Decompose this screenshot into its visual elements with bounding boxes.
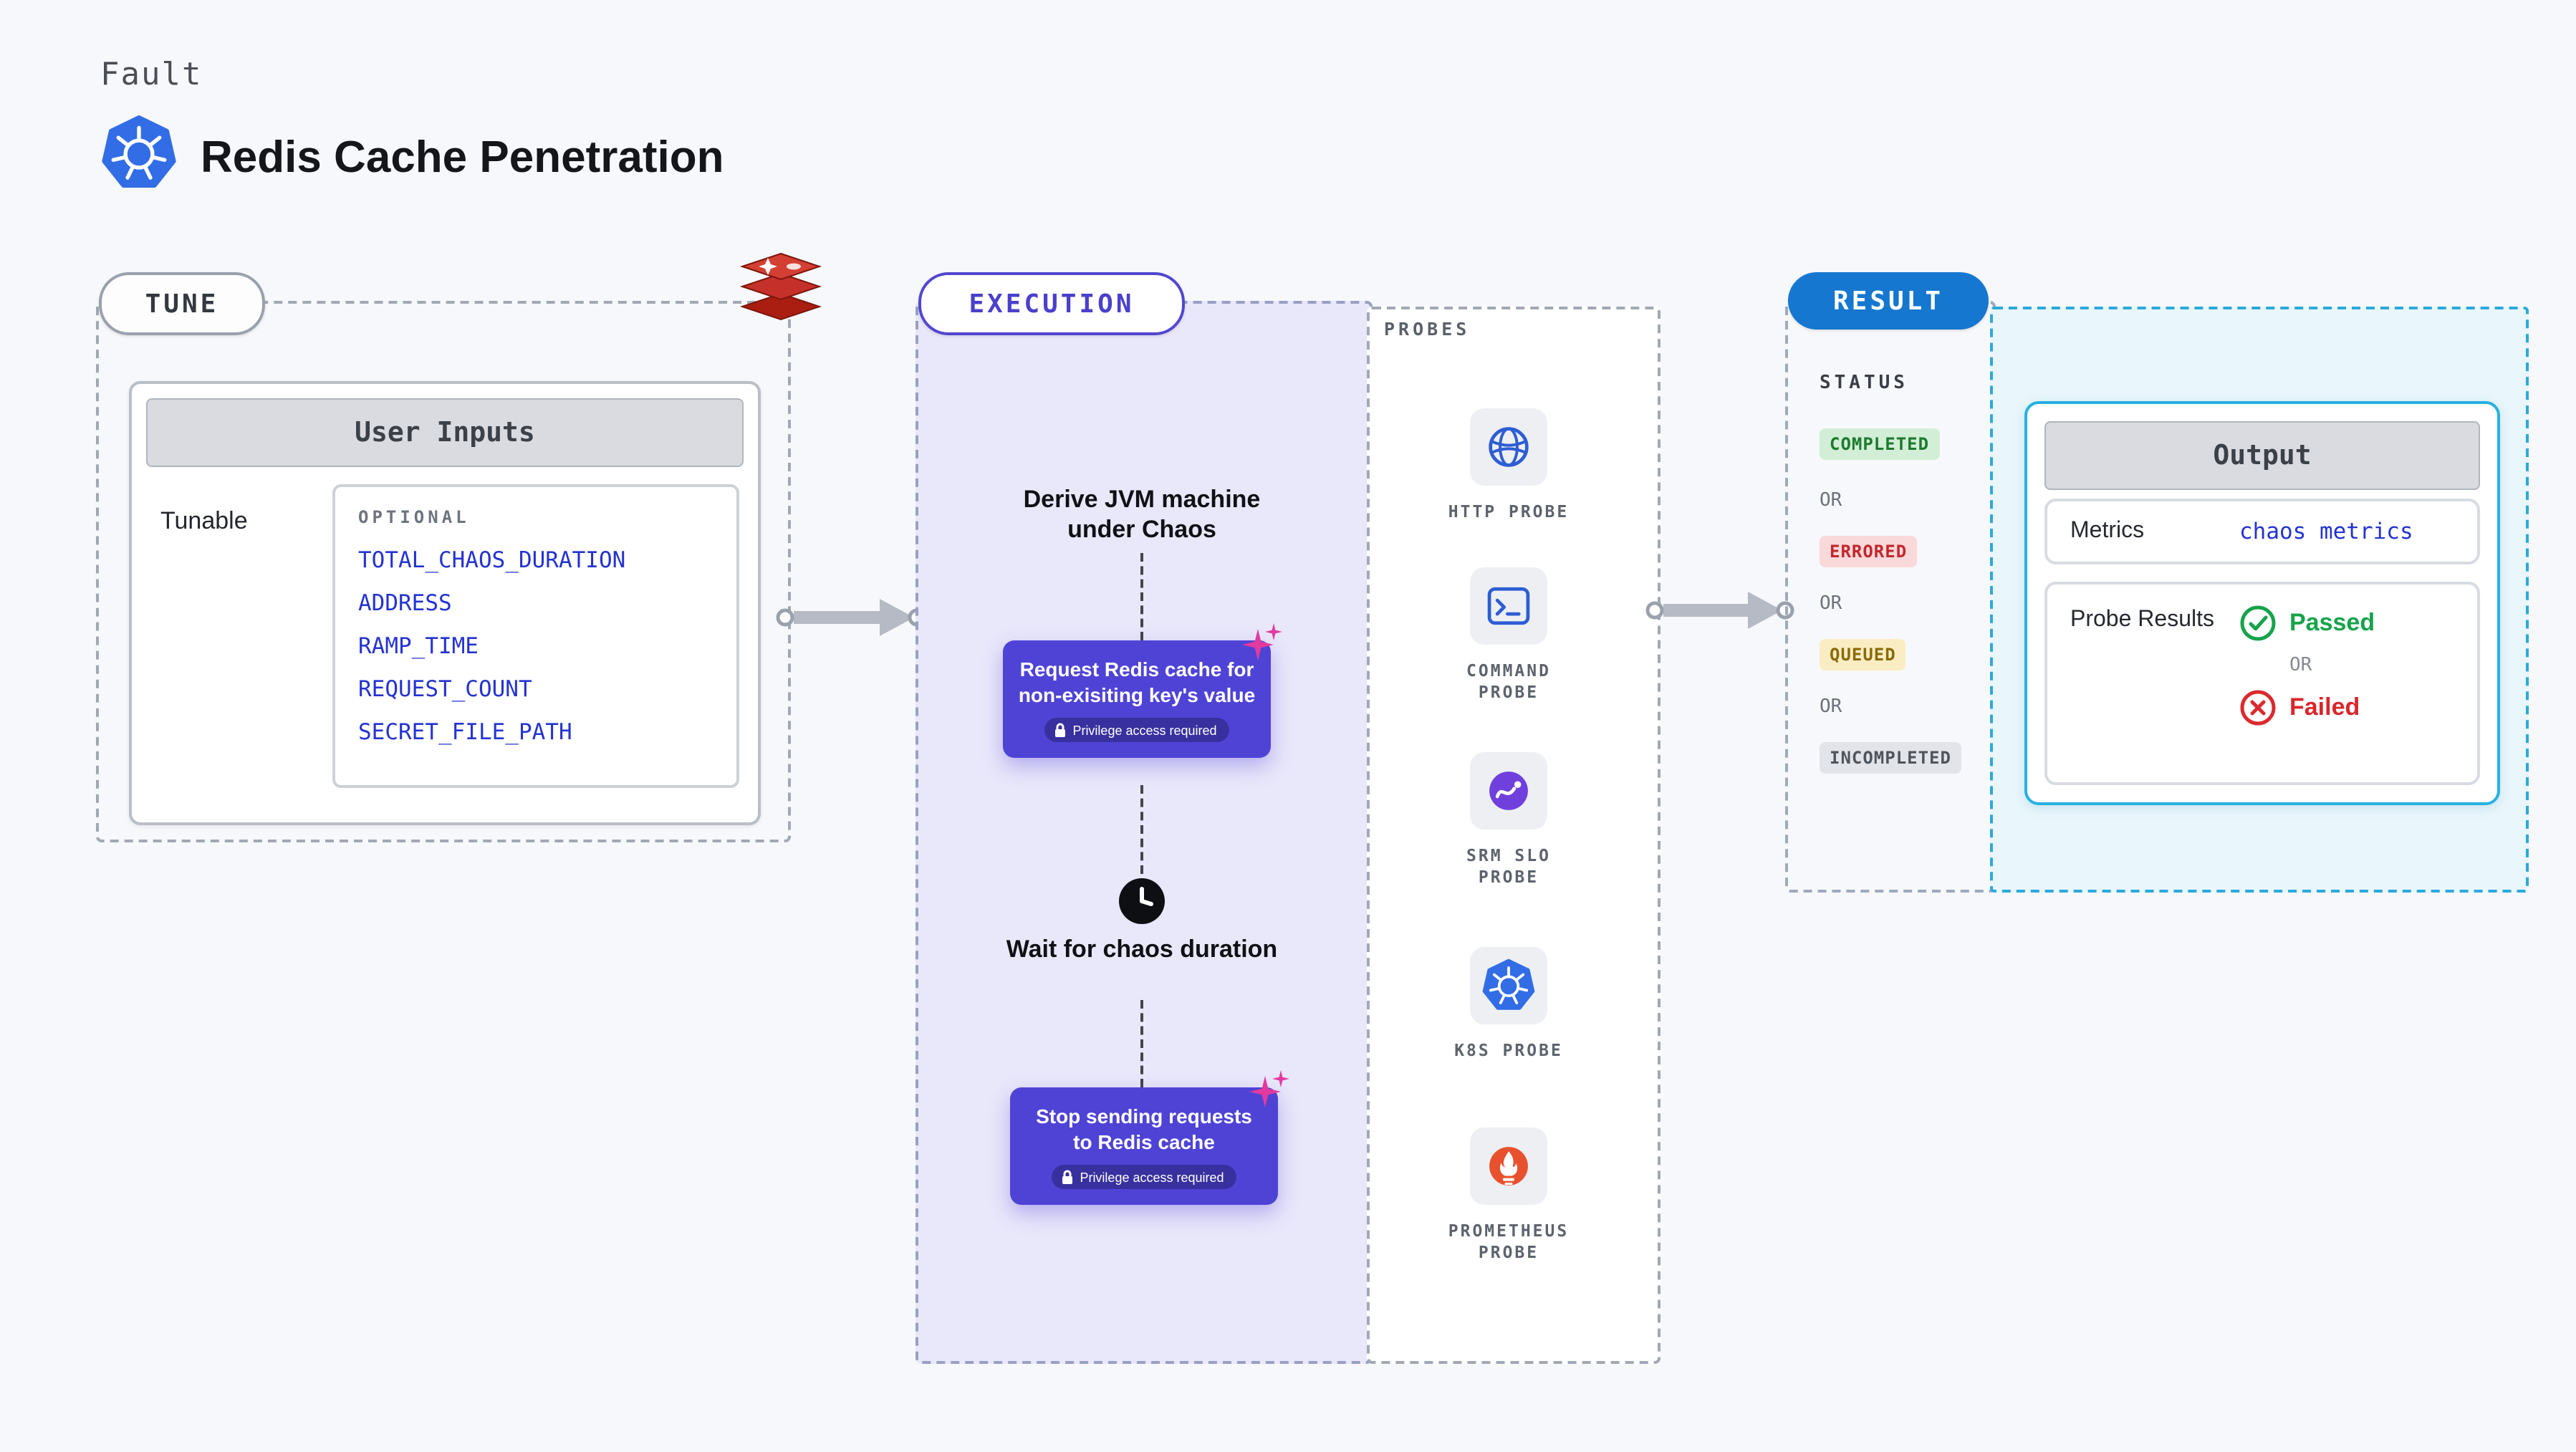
tunable-list: OPTIONAL TOTAL_CHAOS_DURATION ADDRESS RA… <box>332 484 739 788</box>
execution-pill: EXECUTION <box>918 272 1185 335</box>
privilege-badge-label: Privilege access required <box>1080 1170 1224 1184</box>
status-title: STATUS <box>1820 372 1908 394</box>
user-inputs-panel: User Inputs Tunable OPTIONAL TOTAL_CHAOS… <box>129 381 761 825</box>
tune-section <box>96 301 791 842</box>
output-panel: Output Metrics chaos metrics Probe Resul… <box>2024 401 2500 805</box>
probe-prometheus: PROMETHEUS PROBE <box>1380 1128 1638 1264</box>
status-badge-errored: ERRORED <box>1820 536 1918 567</box>
redis-icon <box>734 249 828 335</box>
probe-result-failed: Failed <box>2239 689 2375 726</box>
step-wait-label: Wait for chaos duration <box>1006 936 1278 963</box>
user-inputs-header: User Inputs <box>146 398 744 467</box>
globe-icon <box>1470 408 1547 486</box>
flow-connector <box>1140 1000 1143 1087</box>
probe-srm-slo-label: SRM SLO PROBE <box>1466 845 1551 887</box>
link-secret-file-path[interactable]: SECRET_FILE_PATH <box>358 719 572 745</box>
status-badge-queued: QUEUED <box>1820 639 1906 670</box>
link-address[interactable]: ADDRESS <box>358 590 452 616</box>
probes-section-label: PROBES <box>1384 318 1471 340</box>
check-circle-icon <box>2240 605 2276 641</box>
step-stop-requests-box: Stop sending requests to Redis cache Pri… <box>1010 1070 1289 1205</box>
or-separator: OR <box>1820 696 1842 718</box>
step-request-redis-box: Request Redis cache for non-exisiting ke… <box>1003 623 1282 758</box>
probe-results-label: Probe Results <box>2070 607 2214 632</box>
terminal-icon <box>1470 567 1547 645</box>
ai-sparkle-icon <box>1248 1069 1291 1109</box>
probe-k8s: K8S PROBE <box>1380 947 1638 1062</box>
lock-icon <box>1062 1170 1072 1184</box>
or-separator: OR <box>2289 655 2312 676</box>
probe-command: COMMAND PROBE <box>1380 567 1638 703</box>
status-badge-incompleted: INCOMPLETED <box>1820 742 1961 774</box>
link-ramp-time[interactable]: RAMP_TIME <box>358 633 479 659</box>
step-stop-requests-label: Stop sending requests to Redis cache <box>1036 1105 1252 1153</box>
clock-icon <box>1118 877 1166 925</box>
passed-label: Passed <box>2289 609 2375 636</box>
flow-arrow-tune-to-execution <box>774 592 928 643</box>
probe-result-passed: Passed <box>2239 605 2375 642</box>
probe-command-label: COMMAND PROBE <box>1466 660 1551 702</box>
optional-column-label: OPTIONAL <box>358 507 470 527</box>
ai-sparkle-icon <box>1241 622 1284 662</box>
chaos-metrics-link[interactable]: chaos metrics <box>2239 519 2413 544</box>
flow-arrow-execution-to-result <box>1643 585 1797 636</box>
tune-pill: TUNE <box>99 272 265 335</box>
prometheus-icon <box>1470 1128 1547 1205</box>
probe-results-row: Probe Results Passed OR Failed <box>2044 582 2480 785</box>
kubernetes-icon <box>1470 947 1547 1024</box>
flow-connector <box>1140 785 1143 874</box>
output-header: Output <box>2044 421 2480 490</box>
failed-label: Failed <box>2289 693 2360 721</box>
metrics-row: Metrics chaos metrics <box>2044 499 2480 564</box>
probe-http-label: HTTP PROBE <box>1448 501 1570 521</box>
privilege-badge: Privilege access required <box>1044 718 1230 742</box>
step-request-redis-label: Request Redis cache for non-exisiting ke… <box>1018 658 1256 706</box>
flow-connector <box>1140 553 1143 640</box>
result-status-section: STATUS COMPLETED OR ERRORED OR QUEUED OR… <box>1785 301 1996 893</box>
or-separator: OR <box>1820 593 1842 615</box>
probe-srm-slo: SRM SLO PROBE <box>1380 752 1638 888</box>
step-derive-label: Derive JVM machine under Chaos <box>1023 486 1261 543</box>
lock-icon <box>1054 723 1065 737</box>
or-separator: OR <box>1820 490 1842 511</box>
privilege-badge: Privilege access required <box>1051 1165 1237 1189</box>
kubernetes-icon <box>100 115 178 192</box>
result-pill: RESULT <box>1788 272 1989 330</box>
tunable-label: Tunable <box>160 507 248 534</box>
status-badge-completed: COMPLETED <box>1820 428 1940 460</box>
privilege-badge-label: Privilege access required <box>1072 723 1217 737</box>
probe-k8s-label: K8S PROBE <box>1454 1040 1563 1060</box>
x-circle-icon <box>2240 690 2276 726</box>
probe-http: HTTP PROBE <box>1380 408 1638 523</box>
link-request-count[interactable]: REQUEST_COUNT <box>358 676 532 702</box>
probe-prometheus-label: PROMETHEUS PROBE <box>1448 1221 1570 1262</box>
kicker-label: Fault <box>100 57 203 93</box>
link-total-chaos-duration[interactable]: TOTAL_CHAOS_DURATION <box>358 547 626 573</box>
srm-icon <box>1470 752 1547 830</box>
page-title: Redis Cache Penetration <box>201 132 724 182</box>
metrics-label: Metrics <box>2070 519 2145 543</box>
